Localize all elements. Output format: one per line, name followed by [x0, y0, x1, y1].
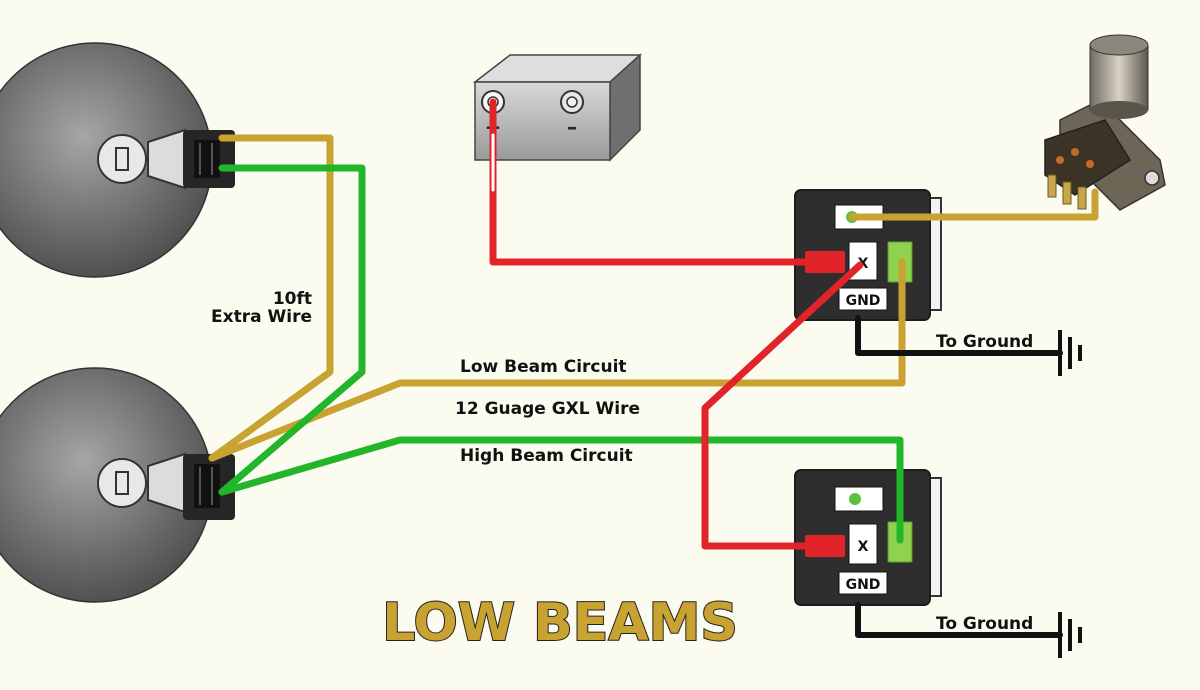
- relay-bottom-power-plug: [805, 535, 845, 557]
- label-extra-wire-length: 10ft: [273, 289, 312, 309]
- diagram-title: LOW BEAMS: [382, 593, 738, 653]
- relay-bottom-pin-gnd: GND: [846, 577, 881, 593]
- headlamp-bottom: [0, 367, 235, 603]
- label-wire-gauge: 12 Guage GXL Wire: [455, 399, 640, 419]
- ground-symbol-top: [1058, 330, 1082, 376]
- wire-high-beam-extra: [218, 164, 366, 496]
- label-extra-wire: Extra Wire: [211, 307, 312, 327]
- label-to-ground-top: To Ground: [936, 332, 1033, 352]
- label-high-beam-circuit: High Beam Circuit: [460, 446, 633, 466]
- label-to-ground-bottom: To Ground: [936, 614, 1033, 634]
- ground-symbol-bottom: [1058, 612, 1082, 658]
- wire-dimmer-feed: [848, 188, 1099, 221]
- relay-top-pin-gnd: GND: [846, 293, 881, 309]
- label-low-beam-circuit: Low Beam Circuit: [460, 357, 627, 377]
- wire-ground-top: [855, 315, 1063, 356]
- wires: [208, 98, 1099, 638]
- relay-top-power-plug: [805, 251, 845, 273]
- wire-relay-jumper: [701, 261, 864, 550]
- battery: + –: [472, 53, 642, 162]
- dimmer-switch: [1044, 34, 1166, 211]
- relay-bottom-pin-x: X: [858, 539, 869, 555]
- battery-negative-label: –: [567, 115, 577, 139]
- wire-ground-bottom: [855, 602, 1063, 638]
- relay-bottom: X GND: [794, 469, 942, 606]
- wire-low-beam-extra: [208, 134, 334, 462]
- wire-high-beam-circuit: [218, 436, 904, 544]
- headlamp-socket-bottom: [97, 458, 147, 508]
- headlamp-socket-top: [97, 134, 147, 184]
- headlamp-top: [0, 42, 235, 278]
